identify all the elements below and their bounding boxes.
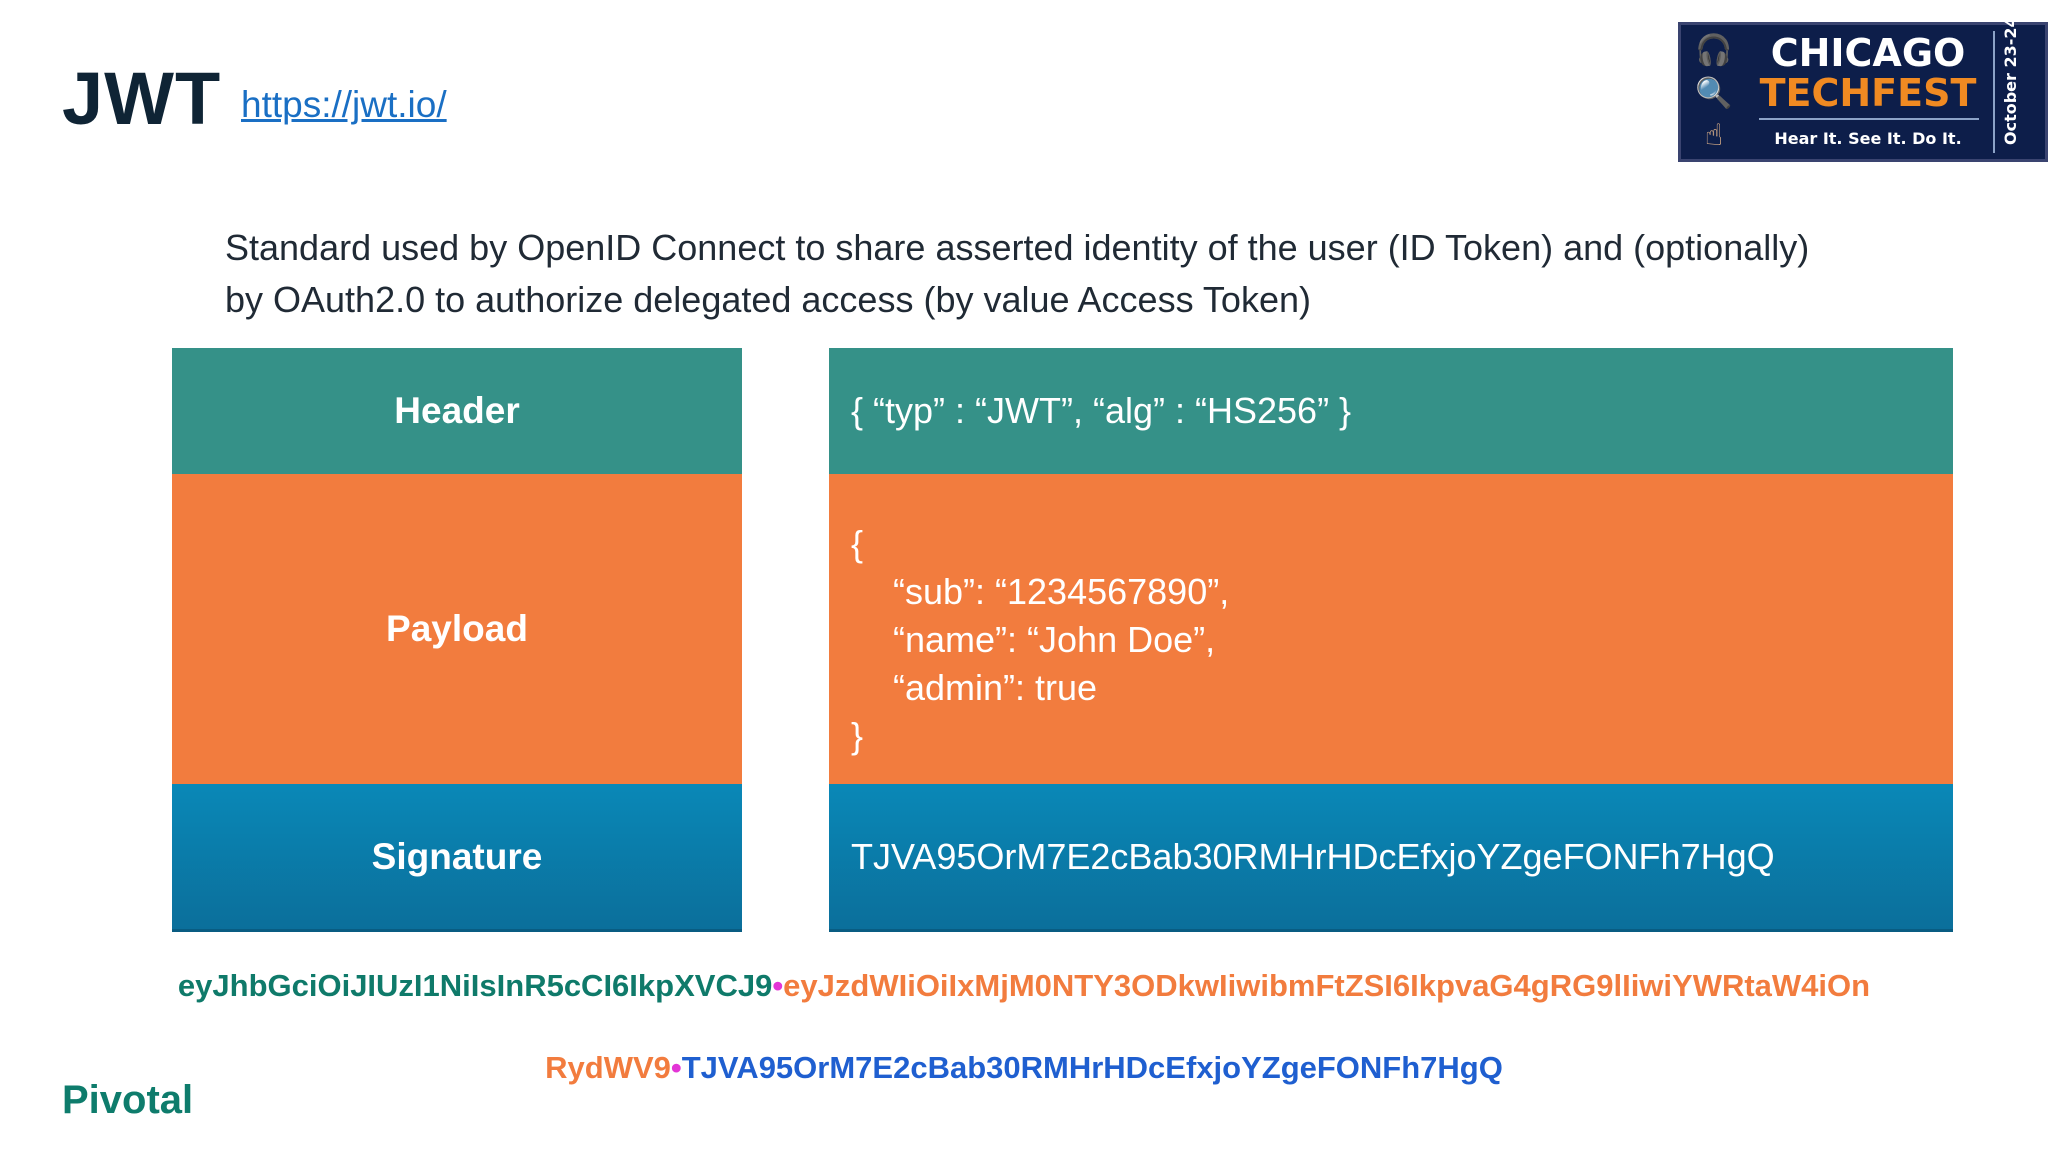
token-payload-part-1: eyJzdWIiOiIxMjM0NTY3ODkwIiwibmFtZSI6Ikpv… [783, 968, 1871, 1003]
headphones-icon: 🎧 [1695, 34, 1733, 67]
token-header-part: eyJhbGciOiJIUzI1NiIsInR5cCI6IkpXVCJ9 [177, 968, 773, 1003]
token-separator: • [772, 968, 784, 1003]
payload-line-name: “name”: “John Doe”, [893, 619, 1216, 660]
payload-label-box: Payload [172, 474, 742, 784]
badge-date: October 23-24 [2001, 16, 2020, 145]
signature-value: TJVA95OrM7E2cBab30RMHrHDcEfxjoYZgeFONFh7… [851, 835, 1775, 877]
badge-vertical-divider [1993, 31, 1995, 153]
encoded-token-line-1: eyJhbGciOiJIUzI1NiIsInR5cCI6IkpXVCJ9•eyJ… [0, 968, 2048, 1004]
description: Standard used by OpenID Connect to share… [225, 227, 1810, 320]
badge-tagline: Hear It. See It. Do It. [1774, 129, 1962, 148]
token-signature-part: TJVA95OrM7E2cBab30RMHrHDcEfxjoYZgeFONFh7… [681, 1050, 1503, 1085]
header-value: { “typ” : “JWT”, “alg” : “HS256” } [851, 390, 1352, 431]
badge-divider [1759, 118, 1979, 120]
hand-icon: ☝ [1704, 119, 1724, 152]
header-value-box: { “typ” : “JWT”, “alg” : “HS256” } [829, 348, 1953, 474]
header-label-box: Header [172, 348, 742, 474]
header-label: Header [394, 390, 520, 431]
payload-line-admin: “admin”: true [893, 667, 1098, 708]
signature-label: Signature [371, 835, 543, 877]
badge-icons: 🎧 🔍 ☝ [1689, 33, 1739, 153]
signature-value-box: TJVA95OrM7E2cBab30RMHrHDcEfxjoYZgeFONFh7… [829, 784, 1953, 932]
magnifier-icon: 🔍 [1695, 76, 1733, 110]
signature-label-box: Signature [172, 784, 742, 932]
chicago-techfest-logo: 🎧 🔍 ☝ CHICAGO TECHFEST Hear It. See It. … [1678, 16, 2048, 162]
badge-line-1: CHICAGO [1770, 31, 1966, 75]
badge-line-2: TECHFEST [1759, 71, 1977, 115]
payload-label: Payload [386, 608, 528, 649]
encoded-token-line-2: RydWV9•TJVA95OrM7E2cBab30RMHrHDcEfxjoYZg… [0, 1050, 2048, 1086]
jwt-io-link[interactable]: https://jwt.io/ [241, 84, 447, 125]
payload-value-box: { “sub”: “1234567890”, “name”: “John Doe… [829, 474, 1953, 784]
token-payload-part-2: RydWV9 [545, 1050, 671, 1085]
payload-line-open: { [851, 523, 864, 564]
page-title: JWT [62, 57, 222, 140]
pivotal-logo: Pivotal [62, 1078, 194, 1122]
token-separator: • [670, 1050, 682, 1085]
payload-line-sub: “sub”: “1234567890”, [893, 571, 1230, 612]
payload-line-close: } [851, 715, 864, 756]
